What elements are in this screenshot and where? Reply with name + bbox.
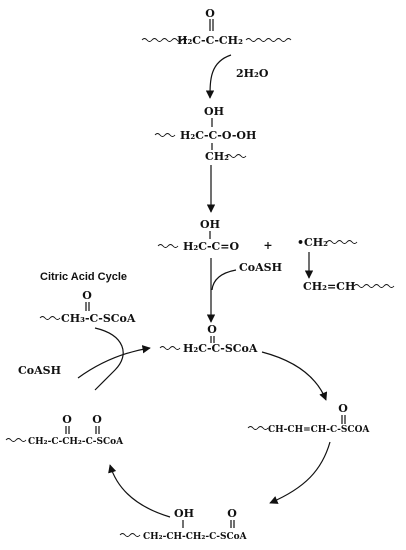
enoylcoa-group: O CH-CH=CH-C-SCOA (247, 402, 370, 435)
hydroxyacylcoa-chain (119, 533, 141, 537)
ketone-to-hydroperoxide-arrow (205, 54, 232, 99)
radical-group: •CH₂ CH₂=CH (297, 236, 395, 293)
ketoacylcoa-oxygen-1-label: O (62, 413, 72, 426)
acylcoa-label: H₂C-C-SCoA (183, 342, 258, 355)
enoylcoa-oxygen-label: O (338, 402, 348, 415)
ketoacylcoa-oxygen-2-label: O (92, 413, 102, 426)
ketoacylcoa-label: CH₂-C-CH₂-C-SCoA (28, 437, 124, 447)
hydroperoxide-ch2-label: CH₂ (205, 150, 229, 163)
hydroxyacylcoa-label: CH₂-CH-CH₂-C-SCoA (143, 532, 248, 542)
acylcoa-chain (159, 346, 181, 350)
acylcoa-oxygen-label: O (207, 323, 217, 336)
coash-label-left: CoASH (18, 364, 61, 377)
acylcoa-group: O H₂C-C-SCoA (159, 323, 258, 355)
coash-label-top: CoASH (239, 261, 282, 274)
acid-group: OH H₂C-C=O + (157, 218, 273, 253)
hydroperoxide-left-chain (154, 133, 176, 137)
hydroperoxide-oh-label: OH (204, 105, 224, 118)
coash-entry-curve (211, 269, 237, 291)
ketoacylcoa-chain (5, 438, 27, 442)
coash-to-acylcoa-arrow (77, 345, 151, 379)
hydroperoxide-group: OH H₂C-C-O-OH CH₂ (154, 105, 256, 163)
ketone-oxygen-label: O (205, 7, 215, 20)
acetyl-cycle-curve (94, 327, 124, 391)
plus-sign: + (263, 239, 272, 252)
ketone-label: H₂C-C-CH₂ (177, 34, 243, 47)
alkene-label: CH₂=CH (303, 280, 355, 293)
ketone-group: O H₂C-C-CH₂ (141, 7, 292, 47)
water-label: 2H₂O (236, 67, 269, 80)
acid-left-chain (157, 244, 179, 248)
enoylcoa-label: CH-CH=CH-C-SCOA (268, 425, 370, 435)
enoylcoa-chain (247, 426, 269, 430)
acid-oh-label: OH (200, 218, 220, 231)
hydroperoxide-label: H₂C-C-O-OH (180, 129, 256, 142)
hydroxy-to-ketoacyl-arrow (108, 464, 171, 518)
enoyl-to-hydroxy-arrow (269, 441, 331, 504)
hydroxyacylcoa-oxygen-label: O (227, 507, 237, 520)
hydroperoxide-ch2-chain (225, 154, 247, 158)
radical-chain (326, 240, 358, 244)
acetylcoa-group: O CH₃-C-SCoA (39, 289, 136, 325)
acid-label: H₂C-C=O (183, 240, 240, 253)
radical-label: •CH₂ (297, 236, 328, 249)
hydroxyacylcoa-group: OH O CH₂-CH-CH₂-C-SCoA (119, 507, 248, 542)
hydroxyacylcoa-oh-label: OH (174, 507, 194, 520)
ketoacylcoa-group: O O CH₂-C-CH₂-C-SCoA (5, 413, 124, 447)
ketone-right-chain (245, 38, 292, 42)
citric-acid-cycle-title: Citric Acid Cycle (40, 271, 127, 283)
acylcoa-to-enoyl-arrow (261, 351, 328, 401)
acetylcoa-label: CH₃-C-SCoA (61, 312, 136, 325)
alkene-chain (353, 284, 395, 288)
acetylcoa-chain (39, 316, 61, 320)
ketone-left-chain (141, 38, 188, 42)
acetylcoa-oxygen-label: O (82, 289, 92, 302)
